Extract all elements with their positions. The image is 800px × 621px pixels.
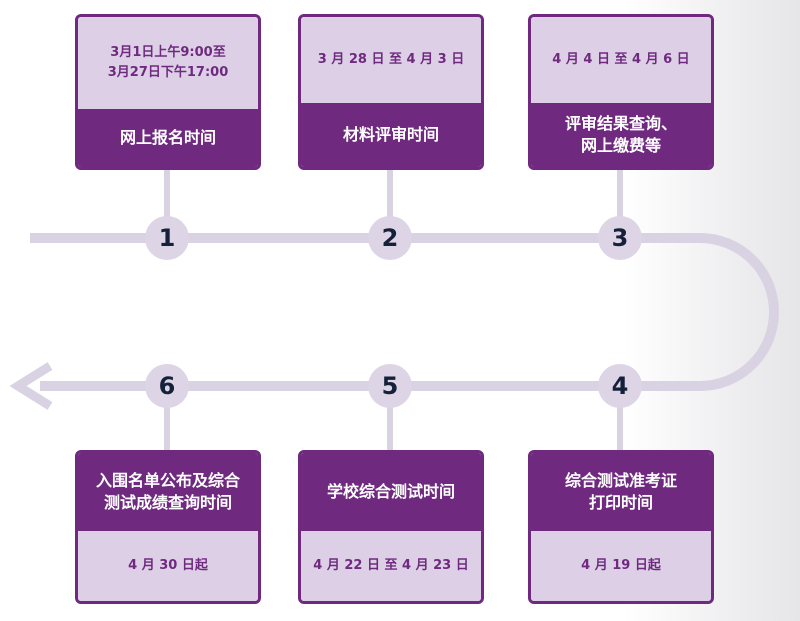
step-card-4: 综合测试准考证 打印时间 4 月 19 日起 <box>528 450 714 604</box>
step-card-2: 3 月 28 日 至 4 月 3 日 材料评审时间 <box>298 14 484 170</box>
step-card-5: 学校综合测试时间 4 月 22 日 至 4 月 23 日 <box>298 450 484 604</box>
timeline-path <box>30 233 779 391</box>
step-3-title: 评审结果查询、 网上缴费等 <box>531 103 711 167</box>
step-node-2: 2 <box>368 216 412 260</box>
step-5-date: 4 月 22 日 至 4 月 23 日 <box>301 531 481 601</box>
step-4-title: 综合测试准考证 打印时间 <box>531 453 711 531</box>
step-card-3: 4 月 4 日 至 4 月 6 日 评审结果查询、 网上缴费等 <box>528 14 714 170</box>
step-node-5: 5 <box>368 364 412 408</box>
step-card-1: 3月1日上午9:00至 3月27日下午17:00 网上报名时间 <box>75 14 261 170</box>
step-6-title: 入围名单公布及综合 测试成绩查询时间 <box>78 453 258 531</box>
arrow-left-icon <box>9 362 53 410</box>
step-5-title: 学校综合测试时间 <box>301 453 481 531</box>
step-1-date: 3月1日上午9:00至 3月27日下午17:00 <box>78 17 258 109</box>
step-node-6: 6 <box>145 364 189 408</box>
step-node-3: 3 <box>598 216 642 260</box>
step-2-date: 3 月 28 日 至 4 月 3 日 <box>301 17 481 103</box>
step-6-date: 4 月 30 日起 <box>78 531 258 601</box>
step-node-1: 1 <box>145 216 189 260</box>
step-2-title: 材料评审时间 <box>301 103 481 167</box>
step-node-4: 4 <box>598 364 642 408</box>
step-4-date: 4 月 19 日起 <box>531 531 711 601</box>
step-card-6: 入围名单公布及综合 测试成绩查询时间 4 月 30 日起 <box>75 450 261 604</box>
step-3-date: 4 月 4 日 至 4 月 6 日 <box>531 17 711 103</box>
step-1-title: 网上报名时间 <box>78 109 258 167</box>
